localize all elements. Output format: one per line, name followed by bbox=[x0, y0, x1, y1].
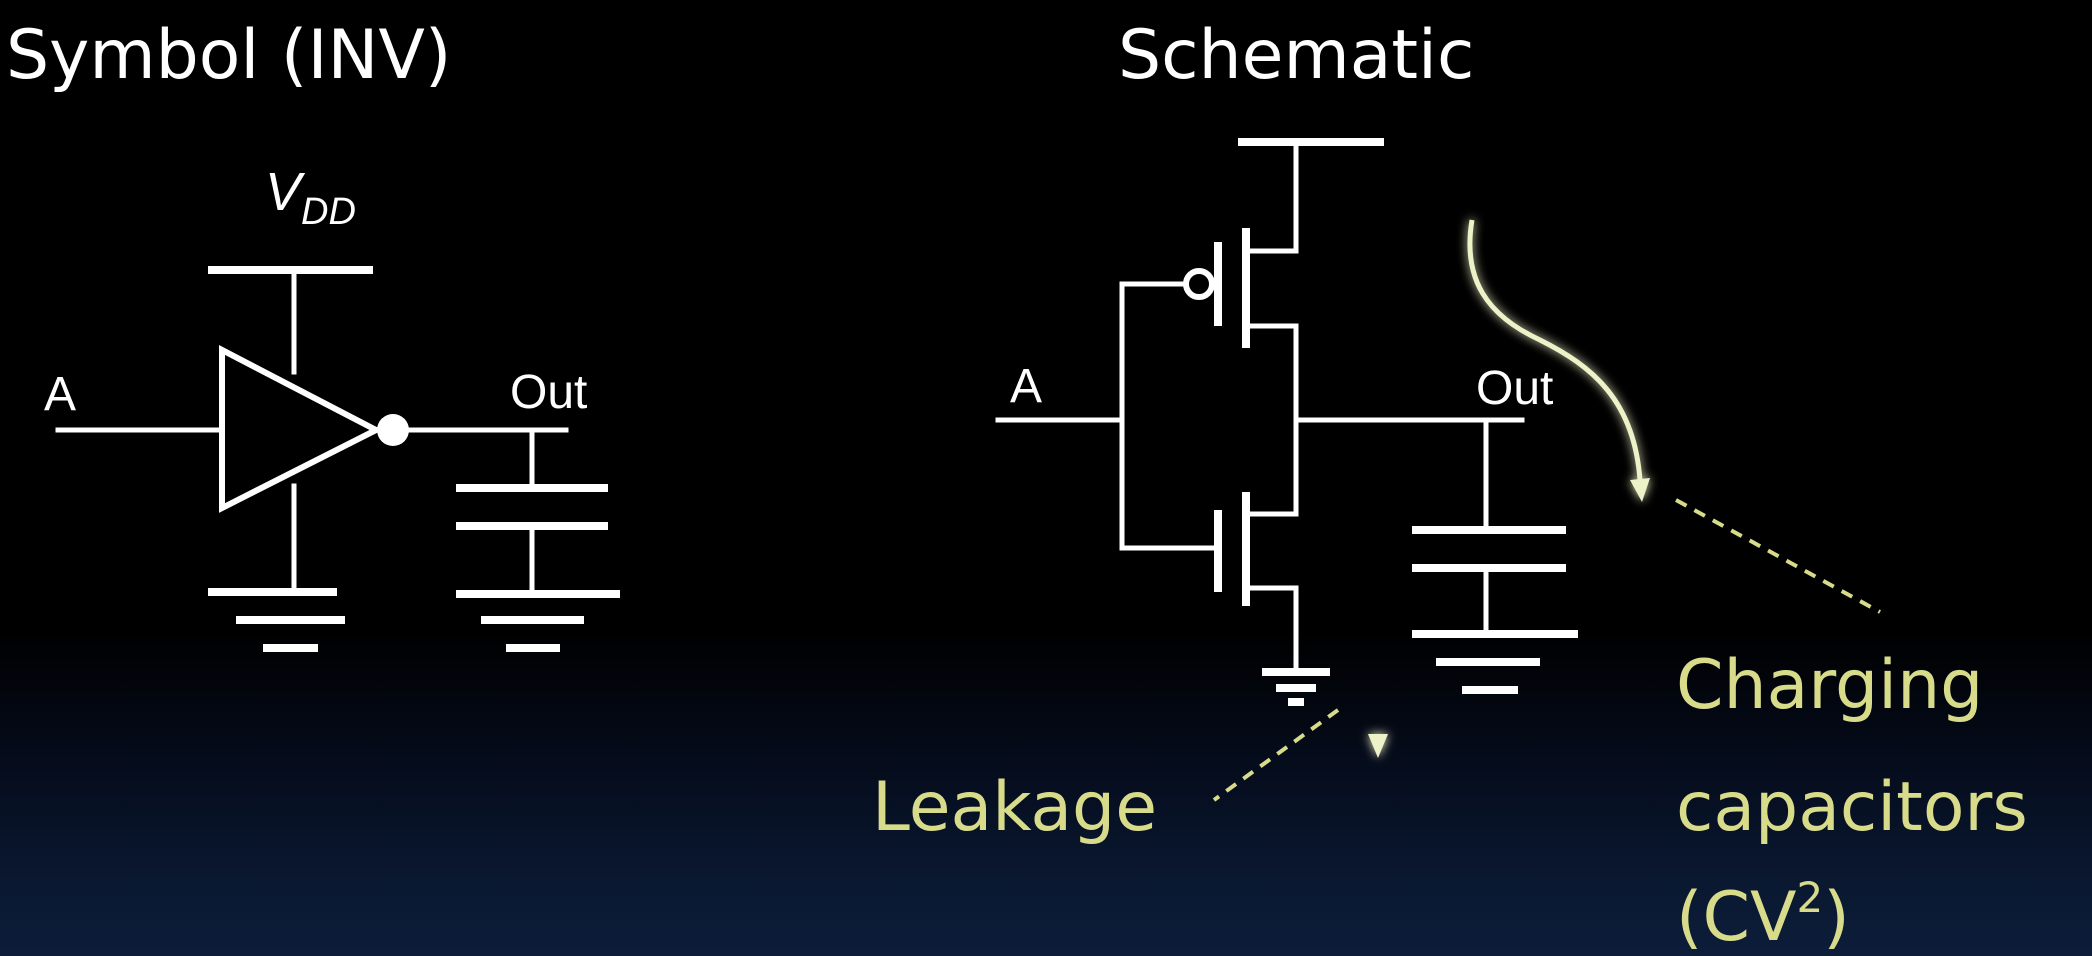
charging-arrow-path bbox=[1467, 219, 1643, 481]
charging-label-close: ) bbox=[1823, 878, 1850, 956]
leakage-arrow-head bbox=[1368, 734, 1388, 758]
annotations: Leakage Charging capacitors (CV2) bbox=[872, 219, 2028, 956]
symbol-panel: Symbol (INV) VDD A Out bbox=[6, 16, 620, 652]
inverter-triangle bbox=[219, 345, 383, 513]
nmos-transistor bbox=[1119, 492, 1299, 606]
charging-arrow bbox=[1467, 219, 1650, 502]
leakage-arrow bbox=[1368, 488, 1388, 758]
charging-leader-line bbox=[1675, 498, 1881, 614]
vdd-label-sub: DD bbox=[301, 191, 356, 233]
leakage-label: Leakage bbox=[872, 768, 1157, 847]
vdd-label-main: V bbox=[265, 162, 306, 222]
vdd-label: VDD bbox=[265, 162, 356, 233]
charging-arrow-head bbox=[1630, 478, 1650, 502]
symbol-input-label: A bbox=[44, 368, 76, 421]
symbol-title: Symbol (INV) bbox=[6, 16, 451, 95]
inverter-bubble bbox=[377, 414, 409, 446]
charging-label-cv: (CV bbox=[1676, 878, 1797, 956]
symbol-output-label: Out bbox=[510, 366, 587, 419]
pmos-gate-bubble bbox=[1183, 268, 1215, 300]
charging-label-superscript: 2 bbox=[1797, 873, 1824, 922]
schematic-output-label: Out bbox=[1476, 362, 1553, 415]
schematic-panel: Schematic A Out bbox=[995, 16, 1578, 706]
schematic-input-label: A bbox=[1010, 360, 1042, 413]
charging-label-line3: (CV2) bbox=[1676, 873, 1850, 956]
charging-label-line2: capacitors bbox=[1676, 768, 2028, 847]
schematic-title: Schematic bbox=[1118, 16, 1474, 95]
pmos-transistor bbox=[1119, 228, 1299, 348]
charging-label-line1: Charging bbox=[1676, 646, 1983, 725]
leakage-leader-line bbox=[1212, 708, 1340, 802]
